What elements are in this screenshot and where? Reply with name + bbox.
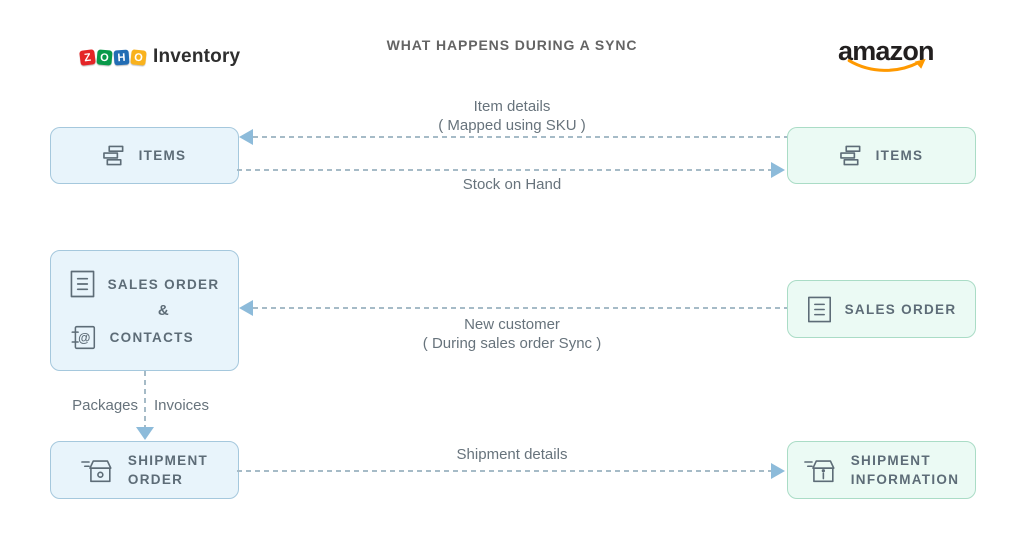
new-customer-line1: New customer [464, 316, 560, 333]
amazon-sales-order-label: SALES ORDER [844, 301, 957, 317]
zoho-shipment-order-box: SHIPMENT ORDER [50, 441, 239, 499]
contacts-book-icon: @ [71, 325, 95, 350]
packages-invoices-dashed-line [144, 371, 146, 428]
shipment-order-line2: ORDER [127, 472, 184, 487]
arrowhead-down-icon [136, 427, 154, 440]
shipment-box-icon [81, 459, 112, 482]
packages-label: Packages [72, 397, 138, 414]
zoho-product-name: Inventory [153, 46, 241, 67]
shipment-information-line2: INFORMATION [850, 472, 960, 487]
invoices-label: Invoices [154, 397, 210, 414]
arrowhead-left-icon [239, 300, 253, 316]
item-details-dashed-line [253, 136, 787, 138]
shipment-details-dashed-line [237, 470, 771, 472]
zoho-items-box: ITEMS [50, 127, 239, 184]
new-customer-dashed-line [253, 307, 787, 309]
zoho-items-label: ITEMS [138, 148, 187, 163]
item-details-flow-label: Item details ( Mapped using SKU ) [237, 98, 787, 135]
new-customer-flow-label: New customer ( During sales order Sync ) [237, 316, 787, 353]
arrowhead-left-icon [239, 129, 253, 145]
zoho-inventory-logo: Z O H O Inventory [79, 46, 241, 68]
shipment-order-line1: SHIPMENT [127, 453, 209, 468]
amazon-items-box: ITEMS [787, 127, 976, 184]
zoho-sales-order-contacts-box: SALES ORDER & @ CONTACTS [50, 250, 239, 371]
shipment-information-line1: SHIPMENT [850, 453, 931, 468]
shipment-details-flow-label: Shipment details [456, 446, 568, 463]
amazon-shipment-information-box: SHIPMENT INFORMATION [787, 441, 976, 499]
amazon-smile-arrow-icon [847, 58, 926, 72]
sales-order-doc-icon [807, 296, 831, 322]
item-details-line2: ( Mapped using SKU ) [438, 116, 586, 134]
items-stack-icon [839, 145, 861, 166]
amazon-logo: amazon [838, 36, 935, 76]
items-stack-icon [102, 145, 124, 166]
amazon-items-label: ITEMS [875, 148, 924, 163]
ampersand-label: & [157, 302, 171, 319]
arrowhead-right-icon [771, 463, 785, 479]
item-details-line1: Item details [473, 98, 551, 115]
svg-text:@: @ [78, 331, 91, 345]
sales-order-label: SALES ORDER [107, 276, 220, 292]
stock-on-hand-flow-label: Stock on Hand [462, 176, 562, 193]
amazon-sales-order-box: SALES ORDER [787, 280, 976, 338]
stock-on-hand-dashed-line [237, 169, 771, 171]
arrowhead-right-icon [771, 162, 785, 178]
contacts-label: CONTACTS [109, 330, 194, 345]
sales-order-doc-icon [70, 270, 94, 298]
diagram-title: WHAT HAPPENS DURING A SYNC [386, 37, 638, 53]
shipment-info-box-icon [803, 459, 835, 482]
amazon-logo-text: amazon [838, 36, 935, 66]
new-customer-line2: ( During sales order Sync ) [422, 334, 602, 352]
